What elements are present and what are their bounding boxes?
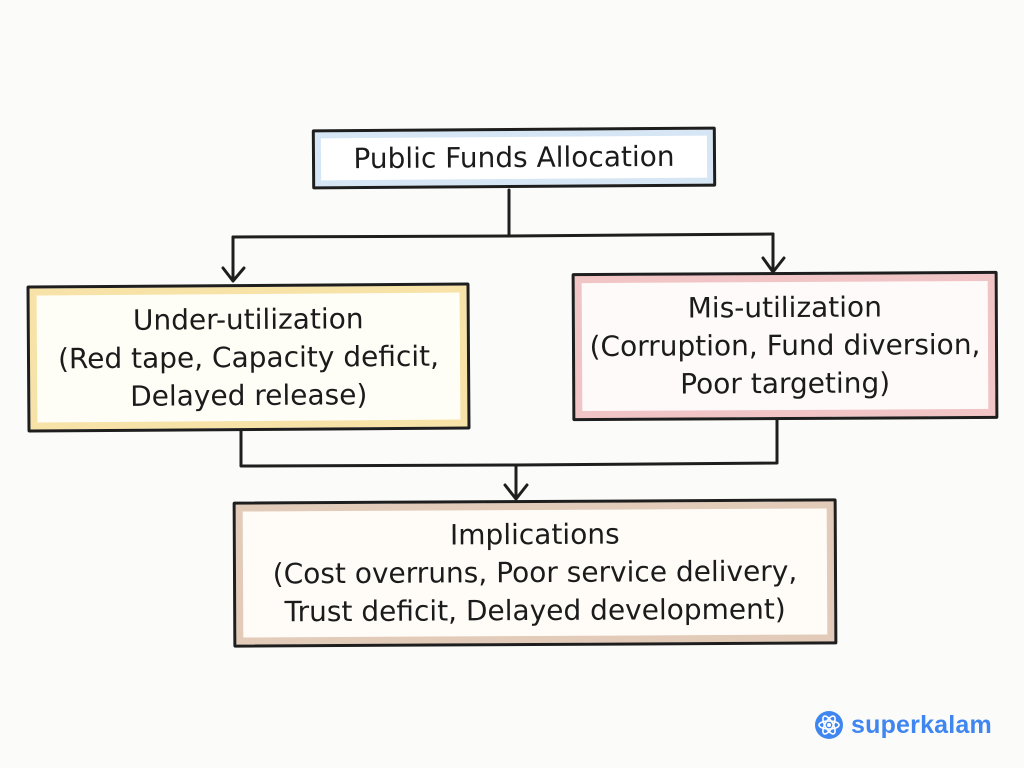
node-label: Public Funds Allocation	[353, 139, 675, 176]
superkalam-logo: superkalam	[814, 710, 992, 740]
node-implications: Implications (Cost overruns, Poor servic…	[232, 498, 838, 648]
brand-name: superkalam	[851, 710, 992, 739]
connector-split-line	[231, 232, 775, 239]
node-detail-line: Delayed release)	[130, 377, 368, 413]
node-detail-line: (Red tape, Capacity deficit,	[57, 339, 440, 375]
node-title: Mis-utilization	[687, 290, 882, 325]
node-detail-line: (Cost overruns, Poor service delivery,	[272, 554, 798, 591]
connector-from-right	[514, 418, 779, 467]
connector-from-left	[239, 429, 518, 468]
atom-icon	[815, 711, 843, 739]
node-under-utilization: Under-utilization (Red tape, Capacity de…	[26, 282, 471, 433]
node-public-funds-allocation: Public Funds Allocation	[311, 126, 717, 190]
node-title: Under-utilization	[132, 301, 364, 337]
node-detail-line: (Corruption, Fund diversion,	[589, 327, 981, 364]
node-detail-line: Trust deficit, Delayed development)	[284, 592, 786, 629]
arrowhead-left	[221, 266, 246, 283]
node-detail-line: Poor targeting)	[680, 366, 891, 401]
node-title: Implications	[449, 517, 620, 552]
arrowhead-bottom	[503, 483, 529, 501]
node-mis-utilization: Mis-utilization (Corruption, Fund divers…	[571, 270, 999, 422]
